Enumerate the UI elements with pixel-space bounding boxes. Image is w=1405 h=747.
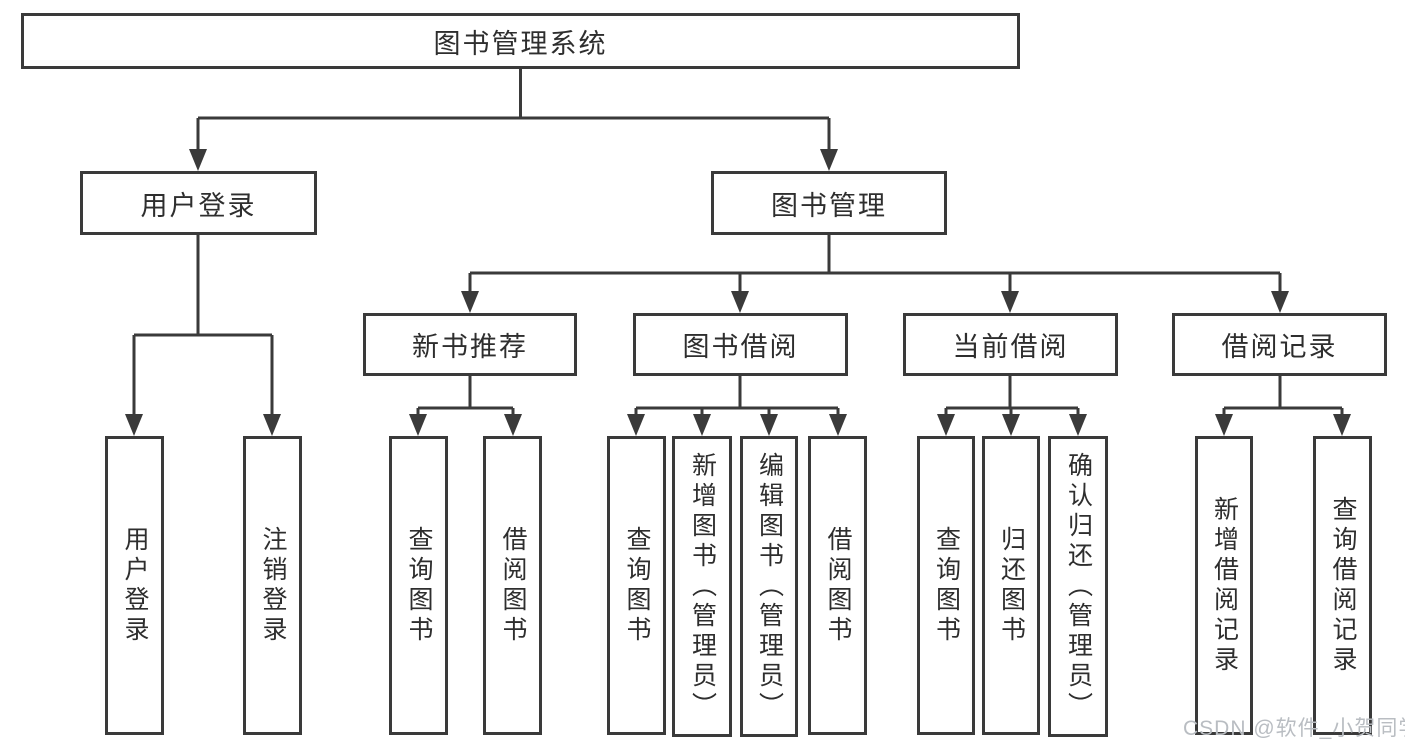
node-library-system: 图书管理系统 [21, 13, 1020, 69]
leaf-return-books: 归还图书 [982, 436, 1040, 735]
leaf-query-books-recommend: 查询图书 [389, 436, 448, 735]
csdn-watermark: CSDN @软件_小贺同学 [1183, 717, 1405, 740]
leaf-confirm-return-admin: 确认归还（管理员） [1048, 436, 1108, 737]
leaf-borrow-books: 借阅图书 [808, 436, 867, 735]
leaf-add-borrow-record: 新增借阅记录 [1195, 436, 1253, 735]
node-current-borrow: 当前借阅 [903, 313, 1118, 376]
node-book-borrow: 图书借阅 [633, 313, 848, 376]
node-book-management-branch: 图书管理 [711, 171, 947, 235]
connector-borrow-to-leaves [627, 376, 847, 436]
node-borrow-records: 借阅记录 [1172, 313, 1387, 376]
leaf-borrow-books-recommend: 借阅图书 [483, 436, 542, 735]
leaf-query-books-borrow: 查询图书 [607, 436, 666, 735]
leaf-logout: 注销登录 [243, 436, 302, 735]
node-new-book-recommend: 新书推荐 [363, 313, 577, 376]
connector-newbooks-to-leaves [409, 376, 522, 436]
leaf-query-borrow-record: 查询借阅记录 [1313, 436, 1372, 735]
leaf-user-login: 用户登录 [105, 436, 164, 735]
connector-records-to-leaves [1215, 376, 1351, 436]
connector-bookmgmt-to-level3 [461, 235, 1289, 313]
node-user-login-branch: 用户登录 [80, 171, 317, 235]
connector-current-to-leaves [937, 376, 1087, 436]
leaf-edit-books-admin: 编辑图书（管理员） [740, 436, 798, 737]
connector-root-to-level2 [189, 69, 838, 171]
leaf-query-books-current: 查询图书 [917, 436, 975, 735]
leaf-add-books-admin: 新增图书（管理员） [672, 436, 732, 737]
connector-userlogin-to-leaves [125, 235, 281, 436]
